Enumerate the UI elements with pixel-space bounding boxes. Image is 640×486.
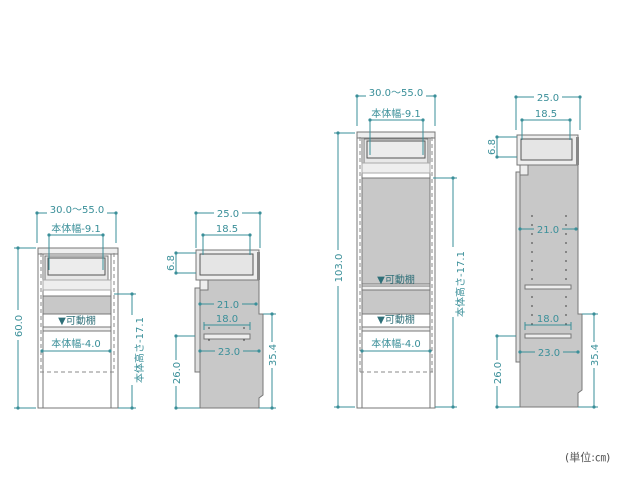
front-tall-dimensions: 30.0〜55.0 本体幅-9.1 103.0 本体高さ-17.1 ▼可動棚 ▼… xyxy=(332,86,467,409)
rear-height-label: 35.4 xyxy=(590,344,601,366)
pin-hole xyxy=(565,233,567,235)
pin-hole xyxy=(531,269,533,271)
inner-depth-label: 21.0 xyxy=(217,300,239,311)
side-short-dimensions: 25.0 18.5 6.8 21.0 18.0 23.0 35.4 26.0 xyxy=(166,205,279,410)
side-view-short xyxy=(194,249,264,409)
pin-hole xyxy=(531,251,533,253)
pin-hole xyxy=(565,296,567,298)
bottom-depth-label: 23.0 xyxy=(218,347,240,358)
movable-shelf-label: ▼可動棚 xyxy=(377,313,415,326)
height-label: 103.0 xyxy=(334,254,345,283)
bottom-depth-label: 23.0 xyxy=(538,348,560,359)
drawer-depth-label: 18.5 xyxy=(535,109,557,120)
pin-hole xyxy=(565,215,567,217)
pin-hole xyxy=(531,296,533,298)
drawer-height-label: 6.8 xyxy=(487,139,498,155)
pin-hole xyxy=(531,305,533,307)
pin-hole xyxy=(565,278,567,280)
pin-hole xyxy=(565,260,567,262)
depth-label: 25.0 xyxy=(217,209,239,220)
inner-width-label: 本体幅-4.0 xyxy=(371,337,421,350)
side-panel xyxy=(199,279,264,409)
width-range-label: 30.0〜55.0 xyxy=(369,88,424,99)
front-short-dimensions: 30.0〜55.0 本体幅-9.1 60.0 本体高さ-17.1 ▼可動棚 本体… xyxy=(12,203,146,410)
pin-hole xyxy=(565,314,567,316)
pin-hole xyxy=(565,305,567,307)
unit-label: (単位:㎝) xyxy=(565,450,610,464)
pin-hole xyxy=(565,323,567,325)
depth-label: 25.0 xyxy=(537,93,559,104)
width-range-label: 30.0〜55.0 xyxy=(50,205,105,216)
shelf-pin-holes xyxy=(531,215,567,325)
pin-hole xyxy=(531,224,533,226)
pin-hole xyxy=(531,215,533,217)
pin-hole xyxy=(531,278,533,280)
pin-hole xyxy=(531,242,533,244)
drawer-depth-label: 18.5 xyxy=(216,224,238,235)
shelf xyxy=(524,333,572,339)
height-label: 60.0 xyxy=(14,315,25,337)
drawer-height-label: 6.8 xyxy=(166,255,177,271)
inner-depth-label: 21.0 xyxy=(537,225,559,236)
shelf-depth-label: 18.0 xyxy=(537,314,559,325)
shelf-panel xyxy=(42,295,112,315)
rear-height-label: 35.4 xyxy=(268,344,279,366)
side-tall-dimensions: 25.0 18.5 6.8 21.0 18.0 23.0 35.4 26.0 xyxy=(487,90,601,409)
movable-shelf xyxy=(42,326,112,332)
inner-height-label: 本体高さ-17.1 xyxy=(454,251,467,317)
inner-height-label: 本体高さ-17.1 xyxy=(133,317,146,383)
pin-hole xyxy=(565,224,567,226)
drawer-width-label: 本体幅-9.1 xyxy=(371,107,421,120)
pin-hole xyxy=(531,314,533,316)
front-view-tall xyxy=(356,131,436,409)
side-view-tall xyxy=(515,134,583,408)
movable-shelf-label: ▼可動棚 xyxy=(58,314,96,327)
shelf xyxy=(524,284,572,290)
movable-shelf-label: ▼可動棚 xyxy=(377,273,415,286)
shelf-depth-label: 18.0 xyxy=(216,314,238,325)
front-view-short xyxy=(37,247,119,409)
pin-hole xyxy=(531,323,533,325)
pin-hole xyxy=(531,233,533,235)
pin-hole xyxy=(565,242,567,244)
drawer-width-label: 本体幅-9.1 xyxy=(51,222,101,235)
front-height-label: 26.0 xyxy=(172,362,183,384)
pin-hole xyxy=(565,269,567,271)
pin-hole xyxy=(565,251,567,253)
front-height-label: 26.0 xyxy=(493,362,504,384)
inner-width-label: 本体幅-4.0 xyxy=(51,337,101,350)
shelf xyxy=(203,333,251,340)
pin-hole xyxy=(531,260,533,262)
